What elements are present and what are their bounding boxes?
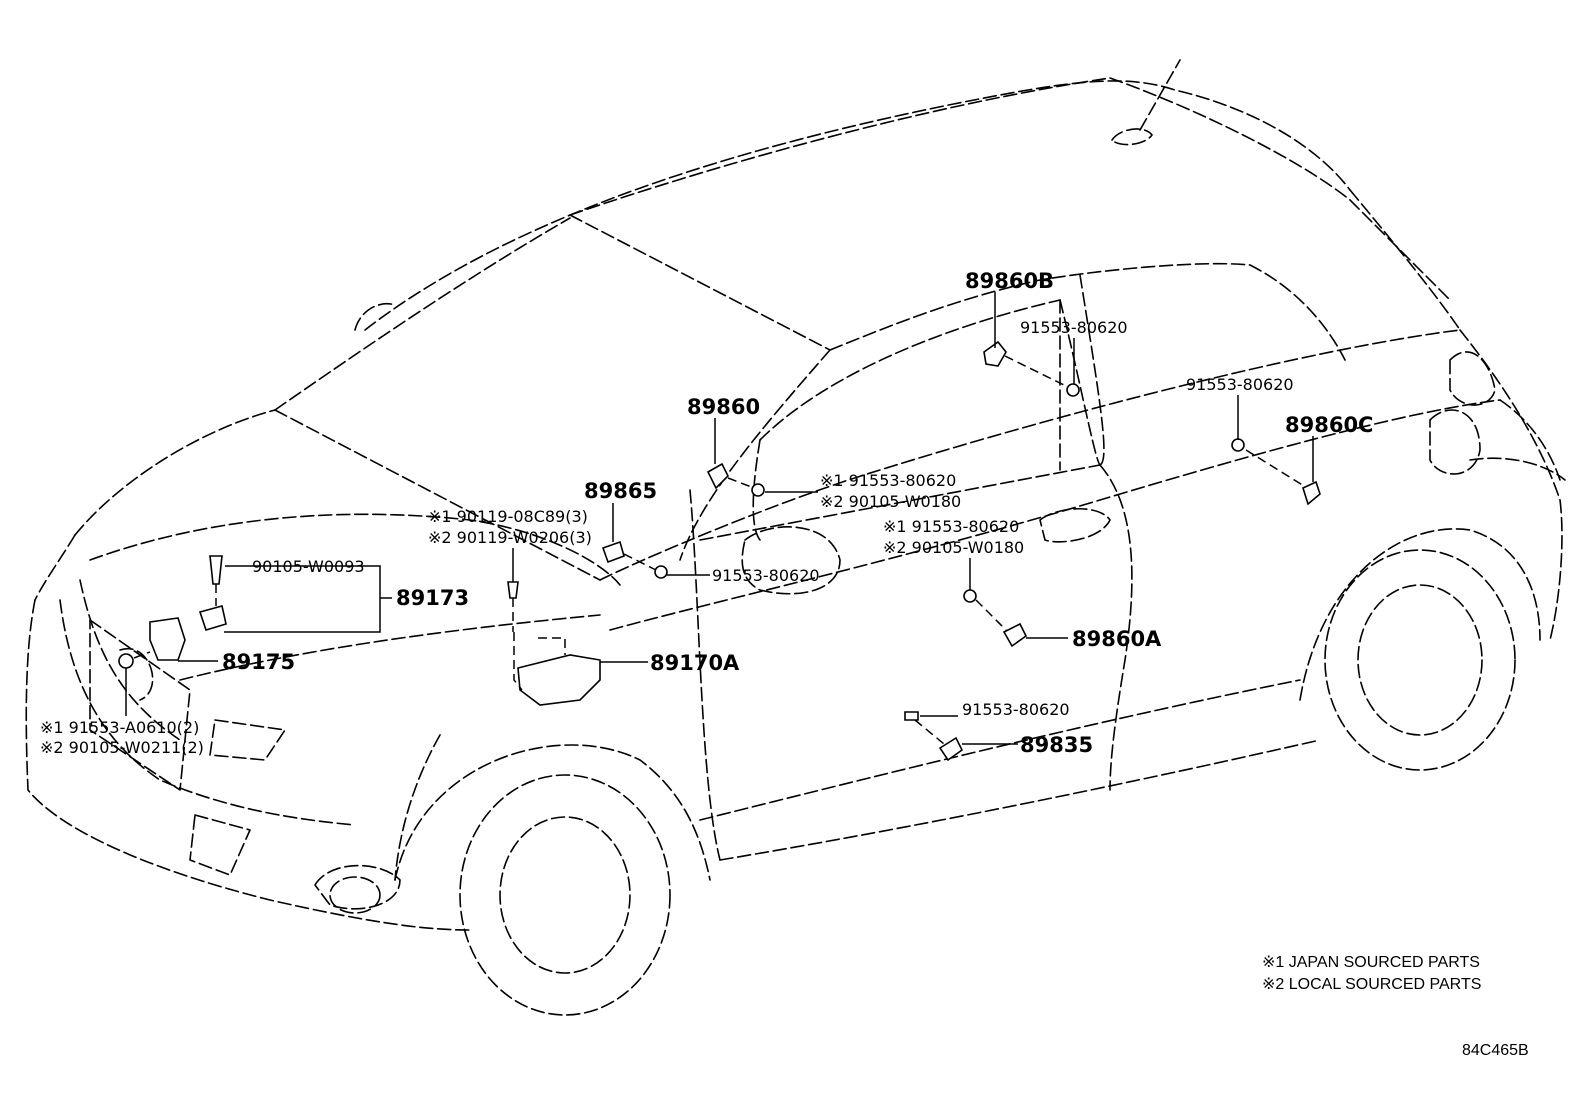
bolt-89835-shape [904,711,919,721]
sensor-89835-shape [938,736,964,762]
sensor-89865-shape [601,540,625,564]
sensor-89860C-shape [1302,480,1321,506]
bolt-91553-A0610-shape [118,653,134,669]
leader-lines [125,292,1314,745]
label-89865: 89865 [584,479,657,503]
diagram-ref-code: 84C465B [1462,1042,1529,1059]
bolt-89865-shape [654,565,668,579]
label-note2-90119-W0206: ※2 90119-W0206(3) [428,528,592,547]
label-89835: 89835 [1020,733,1093,757]
label-note2-90105-W0180-upper: ※2 90105-W0180 [820,492,961,511]
car-outline [25,59,1566,1016]
bolt-89860A-shape [963,589,977,603]
label-note2-90105-W0180-mid: ※2 90105-W0180 [883,538,1024,557]
label-91553-80620-b: 91553-80620 [1020,318,1128,337]
label-91553-80620-a: 91553-80620 [712,566,820,585]
label-89860B: 89860B [965,269,1054,293]
bolt-89860C-shape [1231,438,1245,452]
bolt-90105-W0093-shape [209,555,223,585]
legend: ※1 JAPAN SOURCED PARTS ※2 LOCAL SOURCED … [1262,954,1481,993]
label-89860C: 89860C [1285,413,1373,437]
label-note1-91553-80620-upper: ※1 91553-80620 [820,471,956,490]
bolt-90119-shape [507,581,519,599]
legend-note-2: ※2 LOCAL SOURCED PARTS [1262,976,1481,993]
label-89175: 89175 [222,650,295,674]
label-89170A: 89170A [650,651,740,675]
ecu-89170A-shape [517,654,601,706]
legend-note-1: ※1 JAPAN SOURCED PARTS [1262,954,1480,971]
label-91553-80620-d: 91553-80620 [962,700,1070,719]
label-note1-91553-A0610: ※1 91553-A0610(2) [40,718,199,737]
label-91553-80620-c: 91553-80620 [1186,375,1294,394]
part-shapes [118,340,1321,762]
label-89860: 89860 [687,395,760,419]
label-note1-91553-80620-mid: ※1 91553-80620 [883,517,1019,536]
label-90105-W0093: 90105-W0093 [252,557,365,576]
sensor-89860A-shape [1002,622,1028,648]
label-note2-90105-W0211: ※2 90105-W0211(2) [40,738,204,757]
label-89173: 89173 [396,586,469,610]
label-note1-90119-08C89: ※1 90119-08C89(3) [428,507,588,526]
sensor-89173-shape [198,605,227,631]
part-labels: 89860B 91553-80620 91553-80620 89860C 89… [40,269,1373,757]
bolt-89860-shape [751,483,765,497]
sensor-89860-shape [706,462,729,490]
label-89860A: 89860A [1072,627,1162,651]
bolt-89860B-shape [1066,383,1080,397]
bracket-89175-shape [149,617,186,661]
